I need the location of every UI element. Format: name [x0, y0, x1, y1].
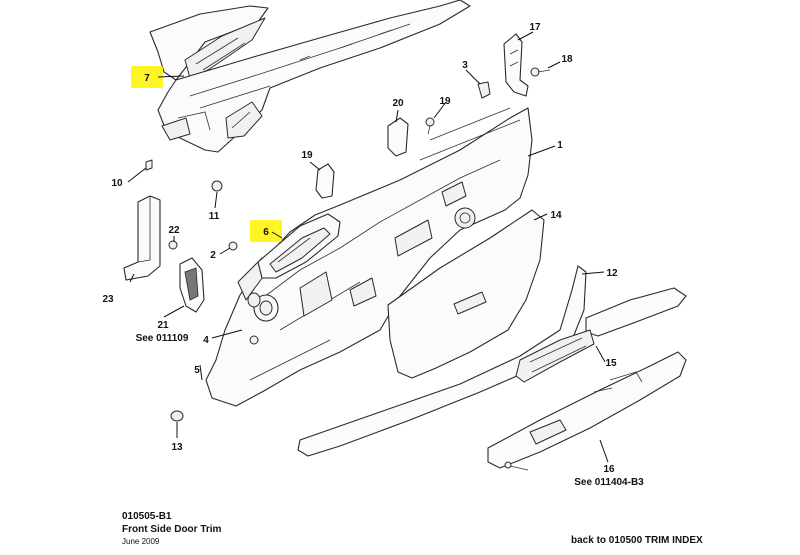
callout-23: 23 — [102, 294, 114, 305]
callout-22: 22 — [168, 225, 180, 236]
callout-ref-21: See 011109 — [136, 333, 189, 344]
callout-3: 3 — [462, 60, 468, 71]
callout-1: 1 — [557, 140, 563, 151]
callout-6: 6 — [263, 227, 269, 238]
callout-7: 7 — [144, 73, 150, 84]
callout-10: 10 — [111, 178, 123, 189]
document-title: Front Side Door Trim — [122, 524, 222, 535]
callout-19-screw: 19 — [439, 96, 451, 107]
highlight-callout-7 — [131, 66, 163, 88]
part-20-clip — [387, 117, 409, 157]
callout-4: 4 — [203, 335, 209, 346]
callout-17: 17 — [529, 22, 541, 33]
callout-18: 18 — [561, 54, 573, 65]
callout-2: 2 — [210, 250, 216, 261]
part-15-arm-pad — [515, 287, 687, 383]
part-7-top-rail — [149, 0, 471, 153]
callout-19-bracket: 19 — [301, 150, 313, 161]
callout-11: 11 — [209, 211, 220, 222]
document-date: June 2009 — [122, 537, 160, 546]
callout-16: 16 — [603, 464, 615, 475]
part-16-lower-bar — [487, 351, 687, 469]
part-19-bracket — [315, 163, 335, 199]
callout-14: 14 — [550, 210, 562, 221]
callout-numbers: 7 6 10 11 2 22 23 21 See 011109 4 5 13 3… — [102, 22, 644, 488]
leader-lines — [127, 31, 609, 463]
callout-20: 20 — [392, 98, 404, 109]
fasteners — [145, 67, 551, 471]
part-17-bracket — [503, 33, 529, 97]
part-21-handle-mechanism — [179, 257, 205, 313]
part-4-speaker-ring — [247, 292, 279, 322]
part-14-lower-insert — [387, 209, 545, 379]
callout-ref-16: See 011404-B3 — [574, 477, 644, 488]
part-1-door-panel — [205, 107, 533, 407]
callout-13: 13 — [171, 442, 183, 453]
part-6-pull-handle — [257, 213, 341, 279]
back-to-trim-index-link[interactable]: back to 010500 TRIM INDEX — [571, 535, 703, 546]
callout-21: 21 — [157, 320, 169, 331]
part-23-block — [123, 195, 161, 281]
callout-5: 5 — [194, 365, 200, 376]
highlight-callout-6 — [250, 220, 282, 242]
document-code: 010505-B1 — [122, 511, 172, 522]
callout-12: 12 — [606, 268, 618, 279]
callout-15: 15 — [605, 358, 617, 369]
